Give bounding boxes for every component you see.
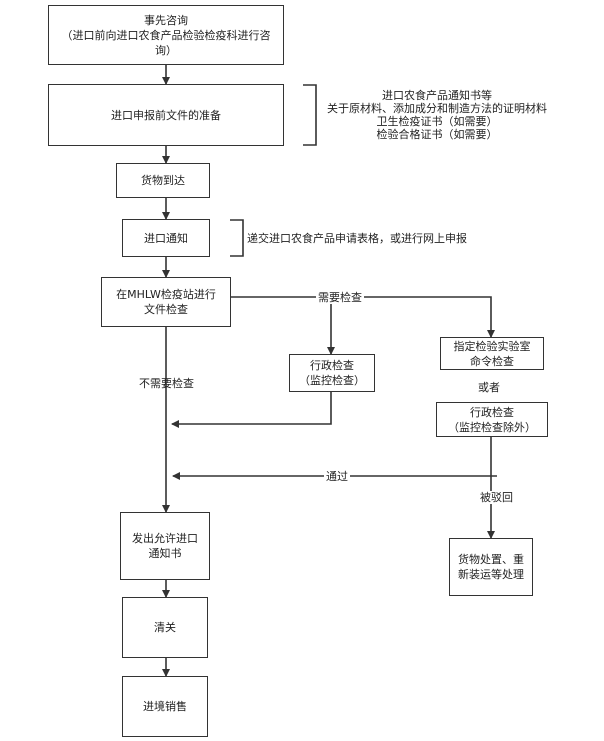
no-check-label: 不需要检查 (139, 377, 194, 390)
or-label: 或者 (478, 381, 500, 394)
permit-box: 发出允许进口 通知书 (120, 512, 210, 580)
doc-check-box: 在MHLW检疫站进行 文件检查 (101, 277, 231, 327)
disposal-box: 货物处置、重 新装运等处理 (449, 538, 533, 596)
documents-note: 进口农食产品通知书等 关于原材料、添加成分和制造方法的证明材料 卫生检疫证书（如… (327, 89, 547, 141)
rejected-label: 被驳回 (478, 491, 515, 504)
clearance-box: 清关 (122, 597, 208, 658)
prepare-box: 进口申报前文件的准备 (48, 84, 284, 146)
sale-box: 进境销售 (122, 676, 208, 737)
bracket-submit (230, 219, 244, 257)
passed-label: 通过 (324, 470, 350, 483)
need-check-label: 需要检查 (316, 291, 364, 304)
admin-check-box: 行政检查 （监控检查） (289, 354, 375, 392)
arrow-admin-return (171, 392, 332, 428)
lab-check-box: 指定检验实验室 命令检查 (440, 337, 544, 370)
submit-note: 递交进口农食产品申请表格，或进行网上申报 (247, 232, 467, 245)
consult-box: 事先咨询 （进口前向进口农食产品检验检疫科进行咨 询） (48, 5, 284, 65)
notice-box: 进口通知 (122, 219, 210, 257)
bracket-documents (303, 84, 317, 146)
arrival-box: 货物到达 (116, 163, 210, 198)
admin-check2-box: 行政检查 （监控检查除外） (436, 402, 548, 437)
